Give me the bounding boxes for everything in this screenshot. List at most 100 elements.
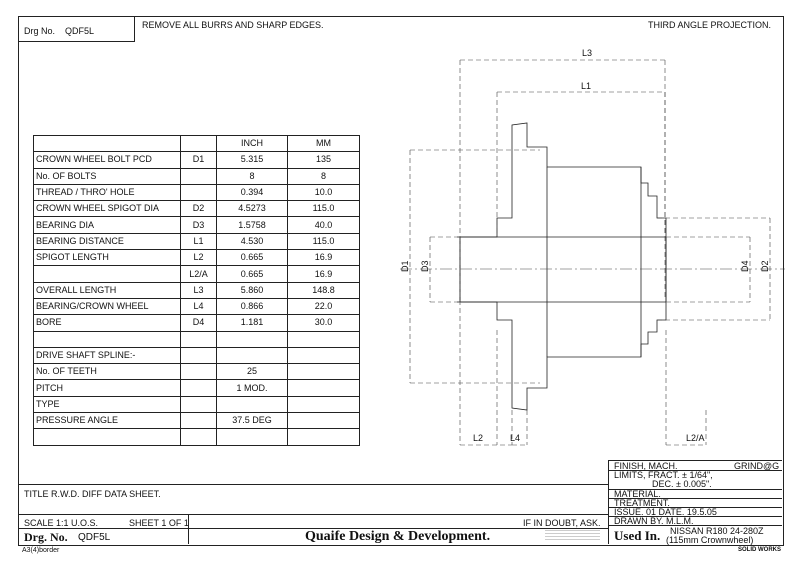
symbol-cell: D1 bbox=[180, 151, 217, 169]
dim-label-l1: L1 bbox=[581, 81, 591, 91]
symbol-cell: D4 bbox=[180, 314, 217, 332]
used-in-label: Used In. bbox=[614, 528, 661, 543]
param-cell: BEARING/CROWN WHEEL bbox=[33, 297, 181, 316]
inch-cell bbox=[216, 395, 288, 414]
table-row bbox=[33, 428, 360, 446]
mm-cell: 10.0 bbox=[287, 183, 360, 202]
inch-cell: 8 bbox=[216, 167, 288, 185]
inch-cell: 0.665 bbox=[216, 249, 288, 267]
rule-6 bbox=[608, 525, 782, 526]
dim-label-l2a: L2/A bbox=[686, 433, 705, 443]
drg-no-header-box bbox=[18, 16, 135, 42]
table-row bbox=[33, 330, 360, 348]
rule-4 bbox=[608, 507, 782, 508]
drg-no-header-label: Drg No. bbox=[24, 26, 56, 36]
if-in-doubt-text: IF IN DOUBT, ASK. bbox=[523, 518, 601, 528]
symbol-cell bbox=[180, 346, 217, 365]
issue-text: ISSUE. 01 DATE. 19.5.05 bbox=[614, 507, 717, 517]
dim-label-d4: D4 bbox=[740, 260, 750, 272]
mm-cell bbox=[287, 379, 360, 397]
mm-cell: 115.0 bbox=[287, 200, 360, 218]
symbol-cell: L4 bbox=[180, 297, 217, 316]
rule-1 bbox=[608, 470, 782, 471]
symbol-cell bbox=[180, 379, 217, 397]
inch-cell: INCH bbox=[216, 134, 288, 153]
inch-cell: 5.860 bbox=[216, 281, 288, 299]
symbol-cell bbox=[180, 363, 217, 381]
inch-cell: 4.530 bbox=[216, 232, 288, 251]
param-cell: No. OF TEETH bbox=[33, 363, 181, 381]
title-bottom-rule bbox=[18, 514, 608, 515]
symbol-cell bbox=[180, 412, 217, 430]
solidworks-label: SOLID WORKS bbox=[738, 547, 781, 553]
inch-cell: 25 bbox=[216, 363, 288, 381]
dim-label-d2: D2 bbox=[760, 260, 770, 272]
drg-no-header-value: QDF5L bbox=[65, 26, 95, 36]
table-row: DRIVE SHAFT SPLINE:- bbox=[33, 346, 360, 365]
rule-2 bbox=[608, 489, 782, 490]
param-cell: BEARING DISTANCE bbox=[33, 232, 181, 251]
dim-label-l4: L4 bbox=[510, 433, 520, 443]
grind-text: GRIND@G bbox=[734, 461, 780, 471]
inch-cell: 37.5 DEG bbox=[216, 412, 288, 430]
burrs-note: REMOVE ALL BURRS AND SHARP EDGES. bbox=[142, 20, 324, 30]
symbol-cell bbox=[180, 428, 217, 446]
symbol-cell: D3 bbox=[180, 216, 217, 234]
material-text: MATERIAL. bbox=[614, 489, 661, 499]
symbol-cell: L1 bbox=[180, 232, 217, 251]
table-row: No. OF TEETH 25 bbox=[33, 363, 360, 381]
mm-cell: 16.9 bbox=[287, 265, 360, 283]
inch-cell: 0.866 bbox=[216, 297, 288, 316]
param-cell: OVERALL LENGTH bbox=[33, 281, 181, 299]
param-cell: BEARING DIA bbox=[33, 216, 181, 234]
used-in-line-2: (115mm Crownwheel) bbox=[666, 535, 754, 545]
dim-label-d1: D1 bbox=[400, 260, 410, 272]
right-block-vertical bbox=[608, 460, 609, 544]
mm-cell: 148.8 bbox=[287, 281, 360, 299]
company-fine-print bbox=[545, 530, 600, 542]
symbol-cell bbox=[180, 183, 217, 202]
symbol-cell: L2 bbox=[180, 249, 217, 267]
param-cell bbox=[33, 134, 181, 153]
mm-cell: 16.9 bbox=[287, 249, 360, 267]
inch-cell: 4.5273 bbox=[216, 200, 288, 218]
inch-cell: 1.5758 bbox=[216, 216, 288, 234]
dim-label-l2: L2 bbox=[473, 433, 483, 443]
param-cell: PRESSURE ANGLE bbox=[33, 412, 181, 430]
treatment-text: TREATMENT. bbox=[614, 498, 670, 508]
table-row: PRESSURE ANGLE 37.5 DEG bbox=[33, 412, 360, 430]
sheet-border bbox=[18, 16, 784, 546]
inch-cell: 0.394 bbox=[216, 183, 288, 202]
param-cell: SPIGOT LENGTH bbox=[33, 249, 181, 267]
mm-cell: 135 bbox=[287, 151, 360, 169]
dim-label-d3: D3 bbox=[420, 260, 430, 272]
inch-cell: 1.181 bbox=[216, 314, 288, 332]
param-cell: DRIVE SHAFT SPLINE:- bbox=[33, 346, 181, 365]
rule-3 bbox=[608, 498, 782, 499]
drawing-title: TITLE R.W.D. DIFF DATA SHEET. bbox=[24, 489, 161, 499]
table-row: TYPE bbox=[33, 395, 360, 414]
param-cell: CROWN WHEEL BOLT PCD bbox=[33, 151, 181, 169]
param-cell bbox=[33, 265, 181, 283]
mm-cell bbox=[287, 346, 360, 365]
symbol-cell: L3 bbox=[180, 281, 217, 299]
finish-text: FINISH, MACH. bbox=[614, 461, 678, 471]
dim-label-l3: L3 bbox=[582, 48, 592, 58]
drg-no-footer-label: Drg. No. bbox=[24, 530, 68, 544]
inch-cell: 5.315 bbox=[216, 151, 288, 169]
used-in-line-1: NISSAN R180 24-280Z bbox=[670, 526, 764, 536]
part-drawing: L3 L1 D1 D3 D4 D2 L2 L4 L2/A bbox=[400, 48, 785, 446]
rule-5 bbox=[608, 516, 782, 517]
mm-cell: MM bbox=[287, 134, 360, 153]
drawn-by-text: DRAWN BY. M.L.M. bbox=[614, 516, 694, 526]
title-top-rule bbox=[18, 484, 608, 485]
drg-no-footer-value: QDF5L bbox=[78, 532, 111, 543]
inch-cell bbox=[216, 346, 288, 365]
